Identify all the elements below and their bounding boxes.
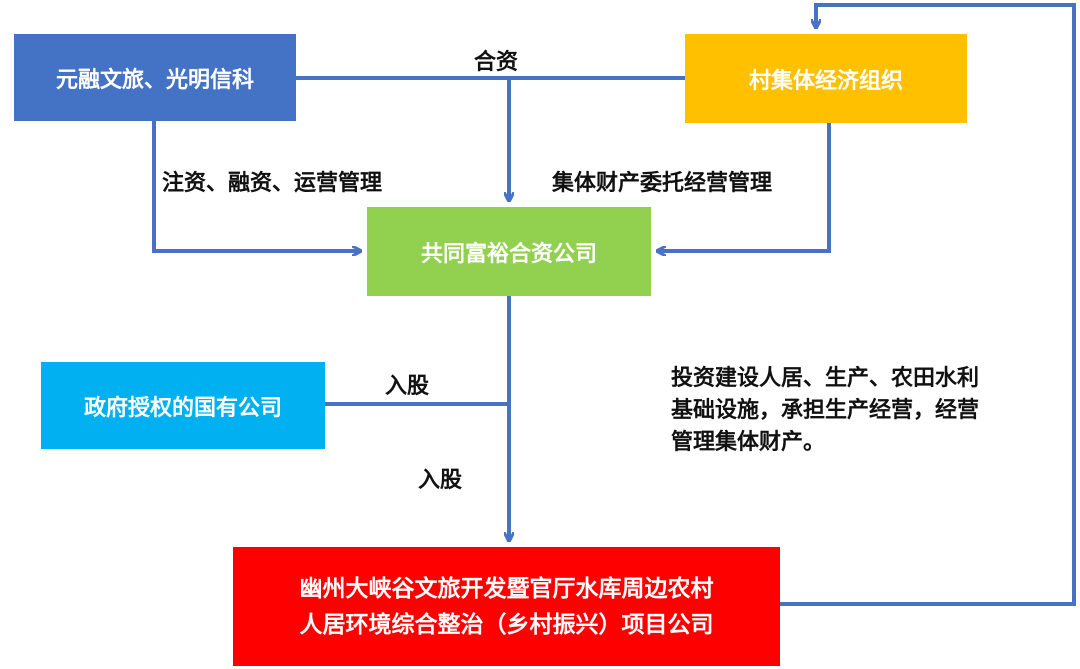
project-company-label-line1: 幽州大峡谷文旅开发暨官厅水库周边农村 bbox=[299, 575, 714, 602]
project-company-node: 幽州大峡谷文旅开发暨官厅水库周边农村 人居环境综合整治（乡村振兴）项目公司 bbox=[233, 547, 780, 666]
village-collective-label: 村集体经济组织 bbox=[748, 68, 903, 94]
village-collective-node: 村集体经济组织 bbox=[685, 34, 967, 123]
joint-venture-label: 共同富裕合资公司 bbox=[420, 241, 597, 267]
collective-property-arrow bbox=[658, 123, 831, 251]
state-equity-label: 入股 bbox=[385, 374, 430, 399]
project-company-label-line2: 人居环境综合整治（乡村振兴）项目公司 bbox=[299, 611, 714, 638]
investment-description-line2: 基础设施，承担生产经营，经营 bbox=[671, 398, 980, 423]
venture-equity-label: 入股 bbox=[418, 468, 463, 493]
collective-property-label: 集体财产委托经营管理 bbox=[552, 171, 773, 196]
investment-feedback-arrow bbox=[780, 3, 1076, 606]
joint-investment-label: 合资 bbox=[474, 50, 519, 75]
capital-operation-arrow bbox=[152, 121, 360, 251]
yuanrong-node: 元融文旅、光明信科 bbox=[14, 34, 296, 121]
investment-description: 投资建设人居、生产、农田水利 基础设施，承担生产经营，经营 管理集体财产。 bbox=[671, 363, 1071, 459]
yuanrong-label: 元融文旅、光明信科 bbox=[55, 67, 254, 93]
state-company-label: 政府授权的国有公司 bbox=[83, 395, 282, 421]
joint-venture-node: 共同富裕合资公司 bbox=[367, 207, 651, 296]
investment-description-line3: 管理集体财产。 bbox=[671, 430, 826, 455]
state-company-node: 政府授权的国有公司 bbox=[41, 362, 325, 449]
investment-description-line1: 投资建设人居、生产、农田水利 bbox=[671, 366, 980, 391]
capital-operation-label: 注资、融资、运营管理 bbox=[162, 171, 383, 196]
